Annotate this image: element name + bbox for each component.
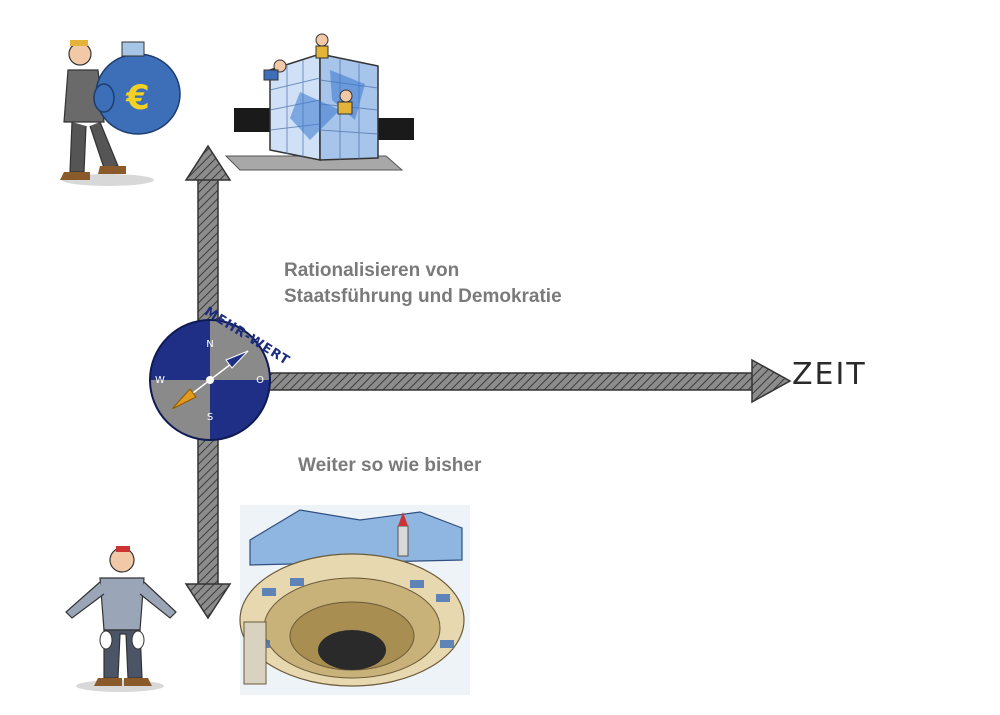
upper-path-label-line1: Rationalisieren von — [284, 260, 460, 281]
time-axis-arrow — [261, 358, 792, 404]
illustration-parliament-sinking — [239, 505, 470, 695]
upper-path-label: Rationalisieren von Staatsführung und De… — [284, 258, 562, 310]
lower-path-label: Weiter so wie bisher — [298, 455, 482, 476]
compass-east: O — [256, 375, 264, 386]
euro-symbol: € — [125, 78, 150, 118]
time-axis-label: ZEIT — [792, 357, 867, 392]
illustration-man-empty-pockets — [65, 546, 177, 692]
upper-path-label-line2: Staatsführung und Demokratie — [284, 286, 562, 307]
compass: N O S W — [149, 319, 271, 441]
illustration-man-piggybank: € — [60, 40, 181, 186]
compass-north: N — [206, 339, 213, 350]
compass-west: W — [155, 375, 165, 386]
compass-south: S — [207, 412, 213, 423]
illustration-glass-building — [224, 33, 414, 171]
